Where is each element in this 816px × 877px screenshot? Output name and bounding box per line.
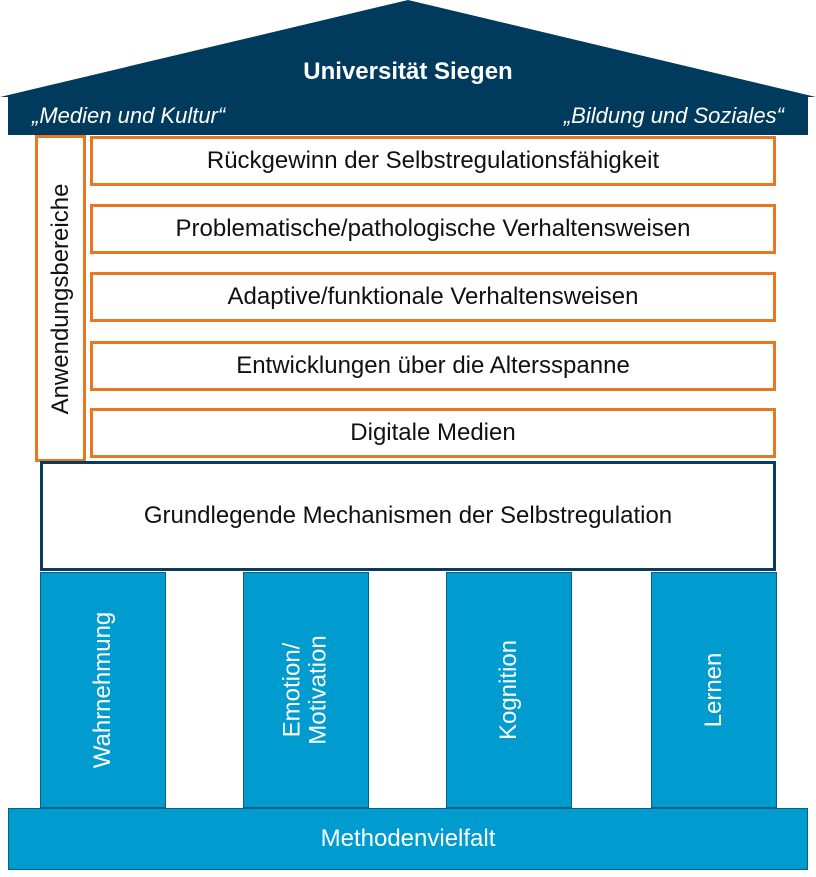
pillar: Emotion/Motivation: [243, 572, 369, 808]
pillar-label: Emotion/Motivation: [278, 635, 333, 745]
side-label-box: Anwendungsbereiche: [35, 135, 86, 462]
foundation-box: Grundlegende Mechanismen der Selbstregul…: [40, 461, 776, 571]
base-box: Methodenvielfalt: [8, 808, 808, 870]
pillar-label: Wahrnehmung: [88, 611, 116, 769]
roof-title: Universität Siegen: [303, 58, 513, 85]
area-box: Digitale Medien: [90, 408, 776, 458]
area-box: Rückgewinn der Selbstregulationsfähigkei…: [90, 136, 776, 186]
roof-left-label: „Medien und Kultur“: [32, 103, 226, 128]
pillar-label-line: Emotion/: [278, 642, 306, 738]
area-box: Adaptive/funktionale Verhaltensweisen: [90, 272, 776, 322]
side-label: Anwendungsbereiche: [46, 183, 74, 414]
pillar-label: Kognition: [494, 639, 522, 741]
area-box: Entwicklungen über die Altersspanne: [90, 341, 776, 391]
pillar: Kognition: [446, 572, 572, 808]
pillar: Lernen: [651, 572, 777, 808]
pillar-label: Lernen: [699, 652, 727, 728]
area-box: Problematische/pathologische Verhaltensw…: [90, 204, 776, 254]
roof-right-label: „Bildung und Soziales“: [563, 103, 784, 128]
pillar-label-line: Motivation: [305, 635, 332, 745]
pillar: Wahrnehmung: [40, 572, 166, 808]
roof: [0, 0, 816, 135]
